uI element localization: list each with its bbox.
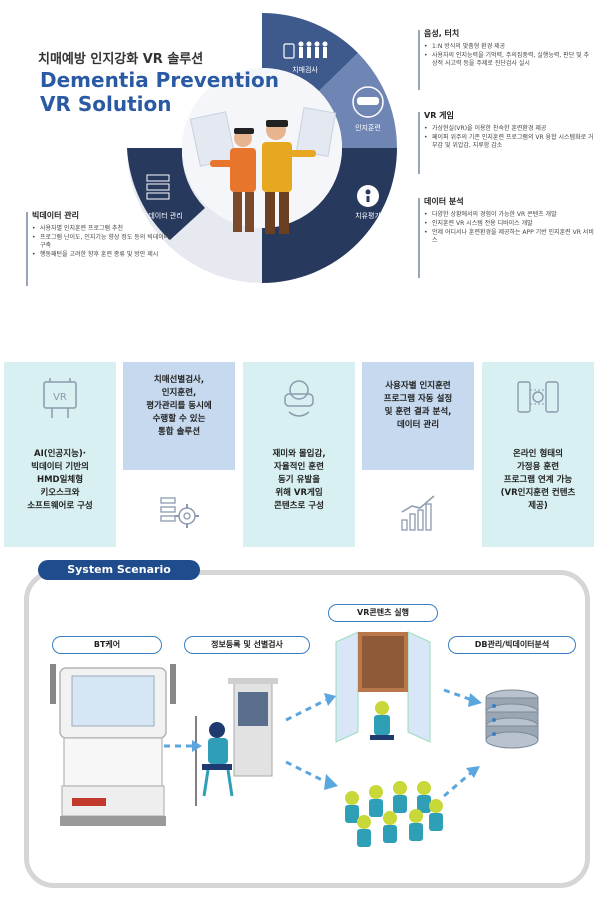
- bracket-line: [418, 198, 420, 278]
- svg-text:VR: VR: [53, 392, 67, 403]
- wheel-seg-data-dark: [127, 148, 205, 240]
- scenario-label-vr: VR콘텐츠 실행: [328, 604, 438, 622]
- person-right-illustration: [262, 120, 316, 234]
- scenario-frame: [24, 570, 590, 888]
- flow-arrows: [164, 688, 482, 798]
- vr-content-room: [335, 631, 431, 743]
- person-left-illustration: [210, 128, 256, 232]
- data-server-icon: [146, 174, 170, 200]
- wheel-label-training: 인지훈련: [355, 123, 381, 132]
- evaluation-user-icon: [357, 185, 379, 207]
- title-korean: 치매예방 인지강화 VR 솔루션: [38, 52, 204, 67]
- wheel-seg-evaluation: [262, 148, 397, 283]
- mobile-sync-icon: [517, 381, 559, 413]
- card-hmd-kiosk: VR AI(인공지능)· 빅데이터 기반의 HMD일체형 키오스크와 소프트웨어…: [4, 362, 116, 547]
- feature-data-analysis: 데이터 분석 다양한 상황에서의 경험이 가능한 VR 콘텐츠 개발 인지훈련 …: [424, 196, 594, 246]
- group-training: [345, 781, 443, 847]
- bracket-line: [418, 30, 420, 90]
- registration-station: [195, 678, 278, 806]
- scenario-label-bt: BT케어: [52, 636, 162, 654]
- card-data-management: 사용자별 인지훈련 프로그램 자동 설정 및 훈련 결과 분석, 데이터 관리: [362, 362, 474, 547]
- solution-wheel: 치매검사 인지훈련 치유평가 지능 데이터 관리: [127, 12, 398, 283]
- wheel-label-diagnosis: 치매검사: [292, 65, 318, 74]
- card-home-program: 온라인 형태의 가정용 훈련 프로그램 연계 가능 (VR인지훈련 컨텐츠 제공…: [482, 362, 594, 547]
- database-server-icon: [485, 689, 539, 749]
- title-english: Dementia Prevention VR Solution: [40, 68, 280, 116]
- feature-cards: VR AI(인공지능)· 빅데이터 기반의 HMD일체형 키오스크와 소프트웨어…: [0, 362, 600, 547]
- scenario-illustration: [50, 631, 539, 847]
- solution-overview: 치매검사 인지훈련 치유평가 지능 데이터 관리 치매예방 인지강화 VR 솔루…: [0, 0, 600, 350]
- settings-icon: [160, 497, 199, 528]
- bar-chart-icon: [401, 495, 435, 531]
- vr-headset-icon: [284, 380, 314, 417]
- wheel-label-data: 지능 데이터 관리: [133, 211, 183, 220]
- feature-bigdata: 빅데이터 관리 사용자별 인지훈련 프로그램 추천 프로그램 난이도, 인지기능…: [32, 210, 172, 260]
- people-icon: [283, 41, 328, 59]
- scenario-title: System Scenario: [38, 560, 200, 580]
- wheel-label-evaluation: 치유평가: [355, 211, 381, 220]
- bt-kiosk-machine: [50, 664, 176, 826]
- card-integrated-solution: 치매선별검사, 인지훈련, 평가관리를 동시에 수행할 수 있는 통합 솔루션: [123, 362, 235, 547]
- scenario-label-registration: 정보등록 및 선별검사: [184, 636, 310, 654]
- card-vr-game: 재미와 몰입감, 자율적인 훈련 동기 유발을 위해 VR게임 콘텐츠로 구성: [243, 362, 355, 547]
- vr-kiosk-icon: VR: [43, 378, 77, 418]
- scenario-label-db: DB관리/빅데이터분석: [448, 636, 576, 654]
- bracket-line: [26, 212, 28, 286]
- feature-vr-game: VR 게임 가상현실(VR)을 이용한 친숙한 훈련환경 제공 페이퍼 위주의 …: [424, 110, 594, 151]
- system-scenario: System Scenario: [24, 560, 590, 890]
- feature-audio-touch: 음성, 터치 1:N 방식의 맞춤형 환경 제공 사용자의 인지능력을 기억력,…: [424, 28, 594, 69]
- vr-user-icon: [352, 86, 384, 118]
- bracket-line: [418, 112, 420, 174]
